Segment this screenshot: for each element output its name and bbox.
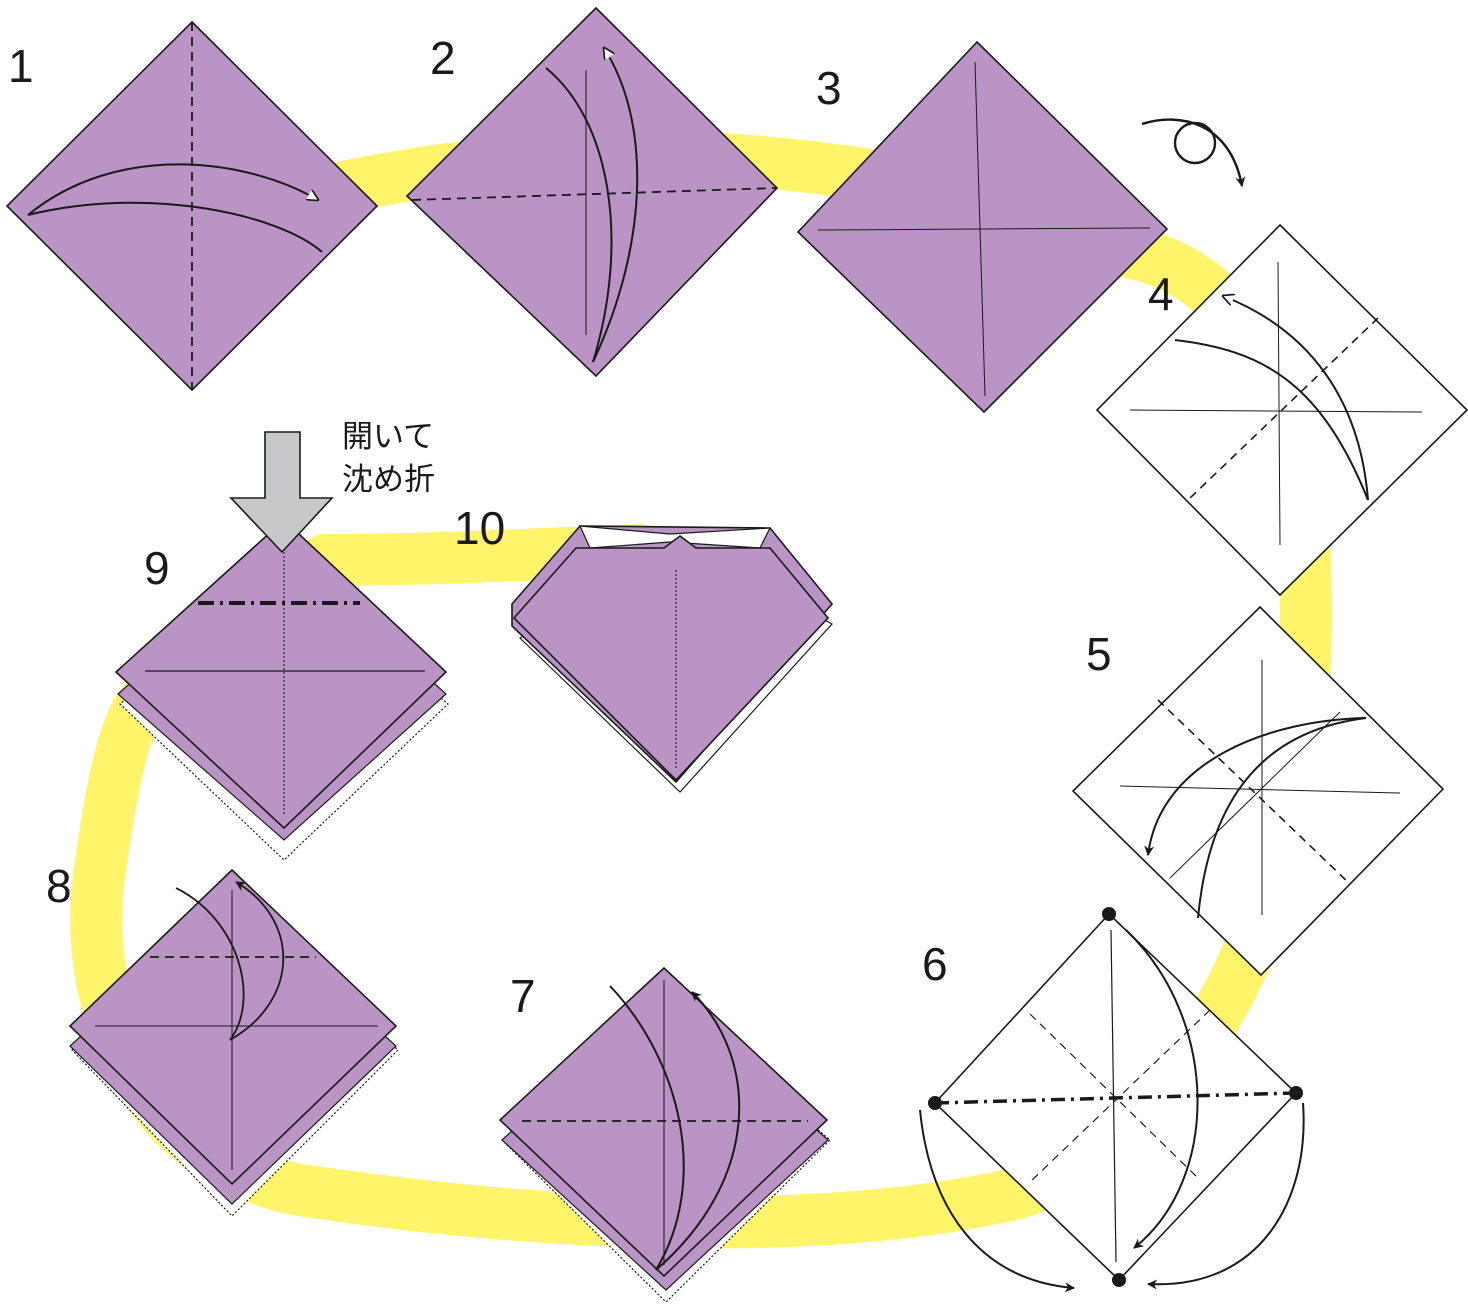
- step-4: 4: [1095, 223, 1468, 597]
- paper-2: [405, 6, 779, 378]
- step-10: 10: [454, 502, 834, 793]
- step-8: 8: [46, 860, 399, 1217]
- push-down-arrow-icon: [229, 431, 334, 554]
- step-1: 1: [5, 20, 379, 392]
- step-number-6: 6: [922, 938, 948, 990]
- step-number-7: 7: [510, 970, 536, 1022]
- step-number-9: 9: [144, 542, 170, 594]
- step-3: 3: [796, 40, 1169, 414]
- note-line-2: 沈め折: [342, 462, 435, 498]
- step-9: 9: [114, 518, 449, 861]
- step-number-5: 5: [1086, 628, 1112, 680]
- step-number-1: 1: [8, 40, 34, 92]
- step-number-2: 2: [430, 32, 456, 84]
- note-line-1: 開いて: [342, 419, 434, 455]
- step-7: 7: [498, 966, 831, 1303]
- turn-over-icon: [1141, 118, 1246, 187]
- paper-10: [512, 535, 830, 782]
- paper-5: [1071, 605, 1445, 977]
- paper-3: [796, 40, 1169, 414]
- step-number-10: 10: [454, 502, 505, 554]
- step-5: 5: [1071, 605, 1445, 977]
- step-6: 6: [919, 907, 1305, 1293]
- step-2: 2: [405, 6, 779, 378]
- step-number-4: 4: [1148, 268, 1174, 320]
- step-number-3: 3: [816, 62, 842, 114]
- paper-8: [68, 868, 398, 1186]
- paper-9: [114, 518, 448, 830]
- step-number-8: 8: [46, 860, 72, 912]
- instruction-note: 開いて 沈め折: [342, 419, 435, 498]
